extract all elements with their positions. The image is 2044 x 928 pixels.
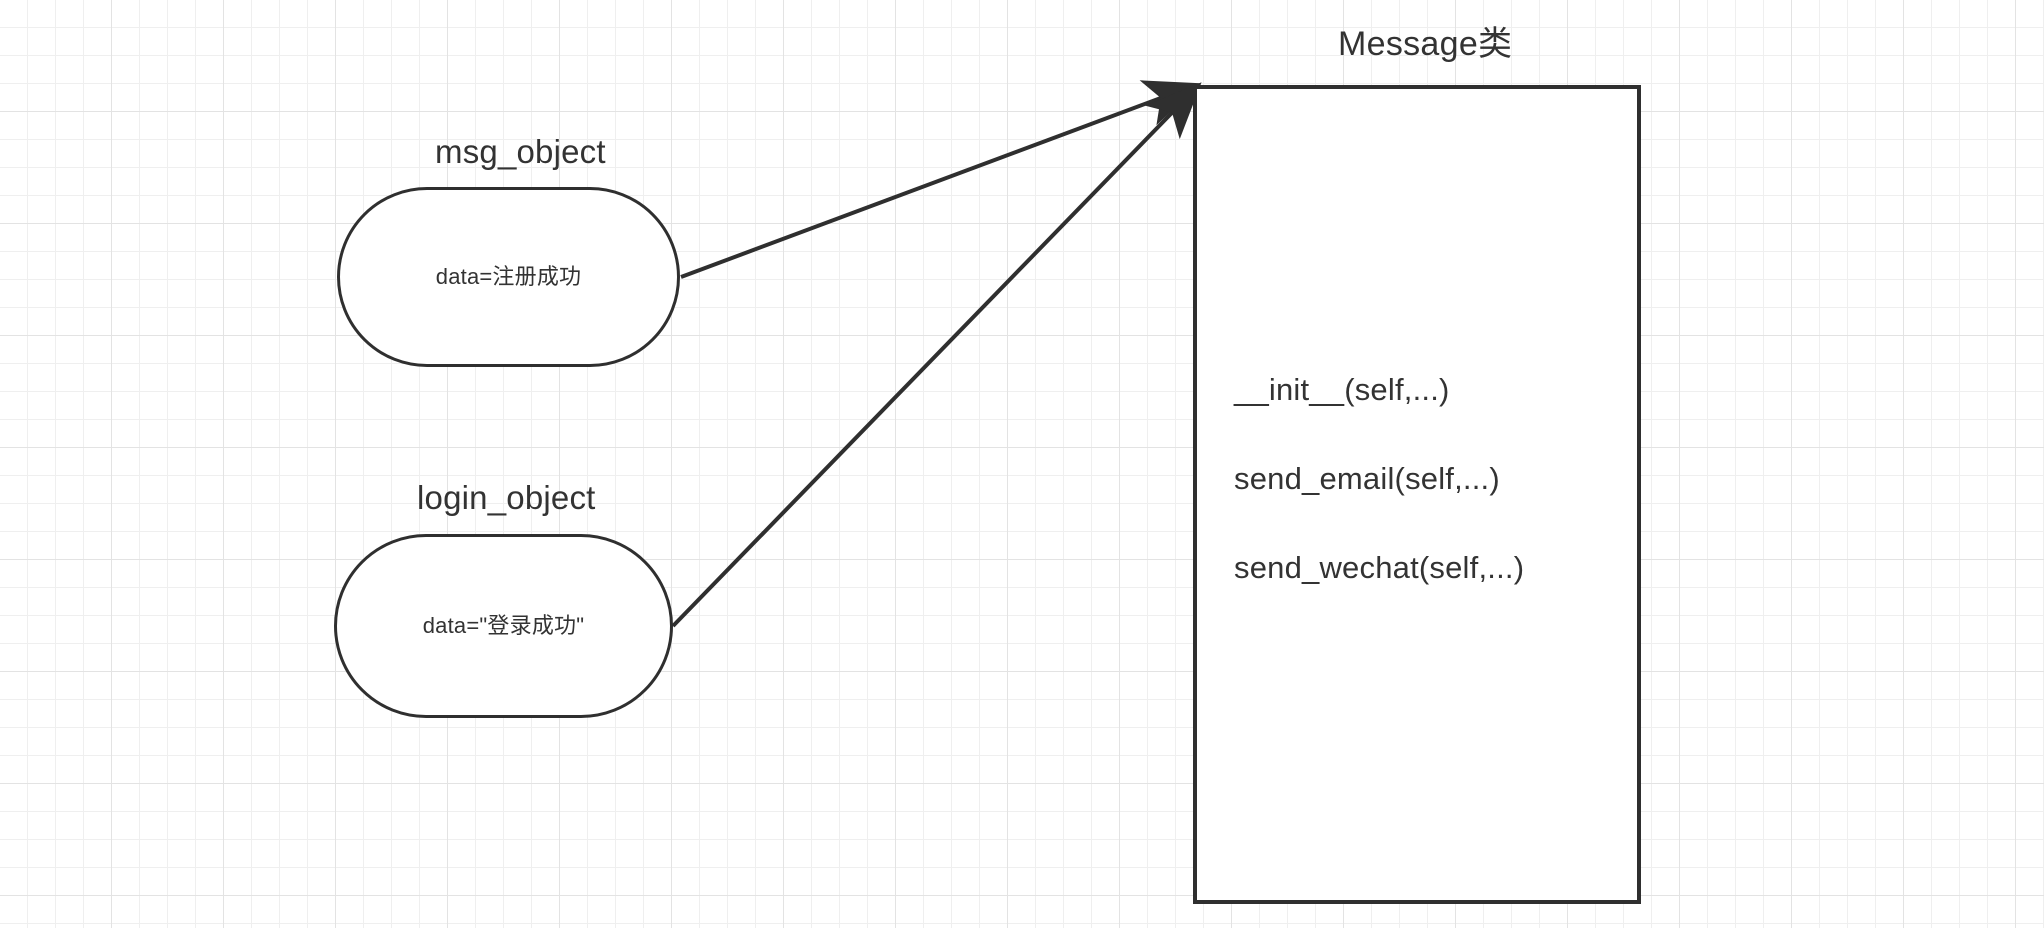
method-list: __init__(self,...) send_email(self,...) … — [1234, 374, 1524, 583]
message-class-box[interactable]: __init__(self,...) send_email(self,...) … — [1193, 85, 1641, 904]
msg-object-label: msg_object — [435, 133, 606, 170]
login-object-node[interactable]: data="登录成功" — [334, 534, 673, 718]
class-title: Message类 — [1338, 25, 1513, 63]
msg-object-node[interactable]: data=注册成功 — [337, 187, 680, 367]
method-send-wechat: send_wechat(self,...) — [1234, 550, 1525, 585]
connector-msg-to-class — [680, 80, 1201, 279]
login-object-label: login_object — [417, 479, 596, 516]
method-send-email: send_email(self,...) — [1234, 461, 1500, 496]
msg-object-text: data=注册成功 — [435, 264, 582, 289]
method-init: __init__(self,...) — [1234, 372, 1450, 407]
login-object-text: data="登录成功" — [422, 613, 585, 638]
connector-login-to-class — [671, 82, 1202, 628]
